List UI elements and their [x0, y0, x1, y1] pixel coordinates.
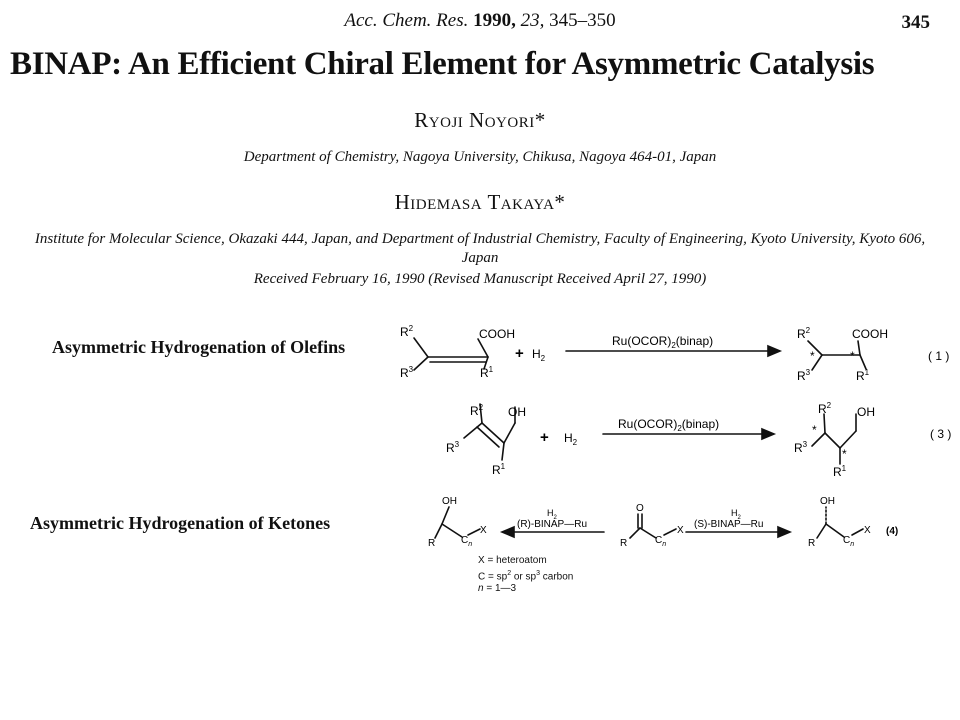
eq1-plus: +	[515, 345, 524, 362]
page-number: 345	[901, 12, 931, 33]
ketones-heading: Asymmetric Hydrogenation of Ketones	[30, 513, 331, 533]
eq1-product-r1: R1	[856, 368, 870, 383]
eq4-ketone-r: R	[620, 538, 627, 549]
olefins-heading: Asymmetric Hydrogenation of Olefins	[52, 337, 346, 357]
ketone-scheme-notes: X = heteroatom C = sp2 or sp3 carbon n =…	[478, 555, 573, 596]
journal-volume: 23,	[520, 10, 545, 31]
eq1-product-r2: R2	[797, 326, 811, 341]
eq1-product-cooh: COOH	[852, 327, 888, 341]
journal-pages: 345–350	[549, 10, 616, 31]
eq4-ketone-cn: Cn	[655, 535, 666, 548]
eq3-plus: +	[540, 429, 549, 446]
eq4-number: (4)	[886, 526, 898, 537]
eq3-product-r2: R2	[818, 401, 832, 416]
eq1-stereo-star-2: *	[850, 349, 855, 363]
journal-year: 1990,	[473, 10, 516, 31]
eq1-r2-label: R2	[400, 324, 414, 339]
eq4-right-catalyst: (S)-BINAP—Ru	[694, 519, 763, 530]
eq4-right-h2: H2	[731, 508, 742, 521]
eq3-r2-label: R2	[470, 403, 484, 418]
eq3-product-r1: R1	[833, 464, 847, 479]
eq4-right-r: R	[808, 538, 815, 549]
eq4-left-cn: Cn	[461, 535, 472, 548]
eq4-left-catalyst: (R)-BINAP—Ru	[517, 519, 587, 530]
eq3-stereo-star-2: *	[842, 447, 847, 461]
author-affiliation-2: Institute for Molecular Science, Okazaki…	[34, 231, 926, 266]
eq4-right-oh: OH	[820, 496, 835, 507]
author-name-2: Hidemasa Takaya*	[394, 190, 566, 214]
note-heteroatom: X = heteroatom	[478, 555, 547, 566]
eq3-r3-label: R3	[446, 440, 460, 455]
eq3-catalyst: Ru(OCOR)2(binap)	[618, 417, 719, 433]
eq4-right-x: X	[864, 525, 871, 536]
eq3-product-r3: R3	[794, 440, 808, 455]
eq1-cooh-label: COOH	[479, 327, 515, 341]
eq4-left-oh: OH	[442, 496, 457, 507]
article-title: BINAP: An Efficient Chiral Element for A…	[10, 46, 875, 82]
eq3-number: ( 3 )	[930, 427, 951, 441]
eq1-number: ( 1 )	[928, 349, 949, 363]
eq1-product-r3: R3	[797, 368, 811, 383]
note-carbon-hybridization: C = sp2 or sp3 carbon	[478, 569, 574, 582]
eq3-h2: H2	[564, 431, 578, 447]
journal-abbrev: Acc. Chem. Res.	[344, 10, 469, 31]
eq1-h2: H2	[532, 347, 546, 363]
eq1-catalyst: Ru(OCOR)2(binap)	[612, 334, 713, 350]
eq3-r1-label: R1	[492, 462, 506, 477]
eq4-ketone-x: X	[677, 525, 684, 536]
eq1-r1-label: R1	[480, 365, 494, 380]
eq4-left-x: X	[480, 525, 487, 536]
author-affiliation-1: Department of Chemistry, Nagoya Universi…	[243, 149, 717, 165]
author-name-1: Ryoji Noyori*	[414, 108, 546, 132]
eq4-right-cn: Cn	[843, 535, 854, 548]
note-n-range: n = 1—3	[478, 583, 517, 595]
eq4-left-h2: H2	[547, 508, 558, 521]
journal-citation: Acc. Chem. Res. 1990, 23, 345–350	[0, 10, 960, 32]
eq3-oh-label: OH	[508, 405, 526, 419]
eq3-stereo-star-1: *	[812, 423, 817, 437]
eq4-ketone-o: O	[636, 503, 644, 514]
eq3-product-oh: OH	[857, 405, 875, 419]
eq1-r3-label: R3	[400, 365, 414, 380]
received-dates: Received February 16, 1990 (Revised Manu…	[253, 271, 707, 287]
eq4-left-r: R	[428, 538, 435, 549]
eq1-stereo-star-1: *	[810, 349, 815, 363]
